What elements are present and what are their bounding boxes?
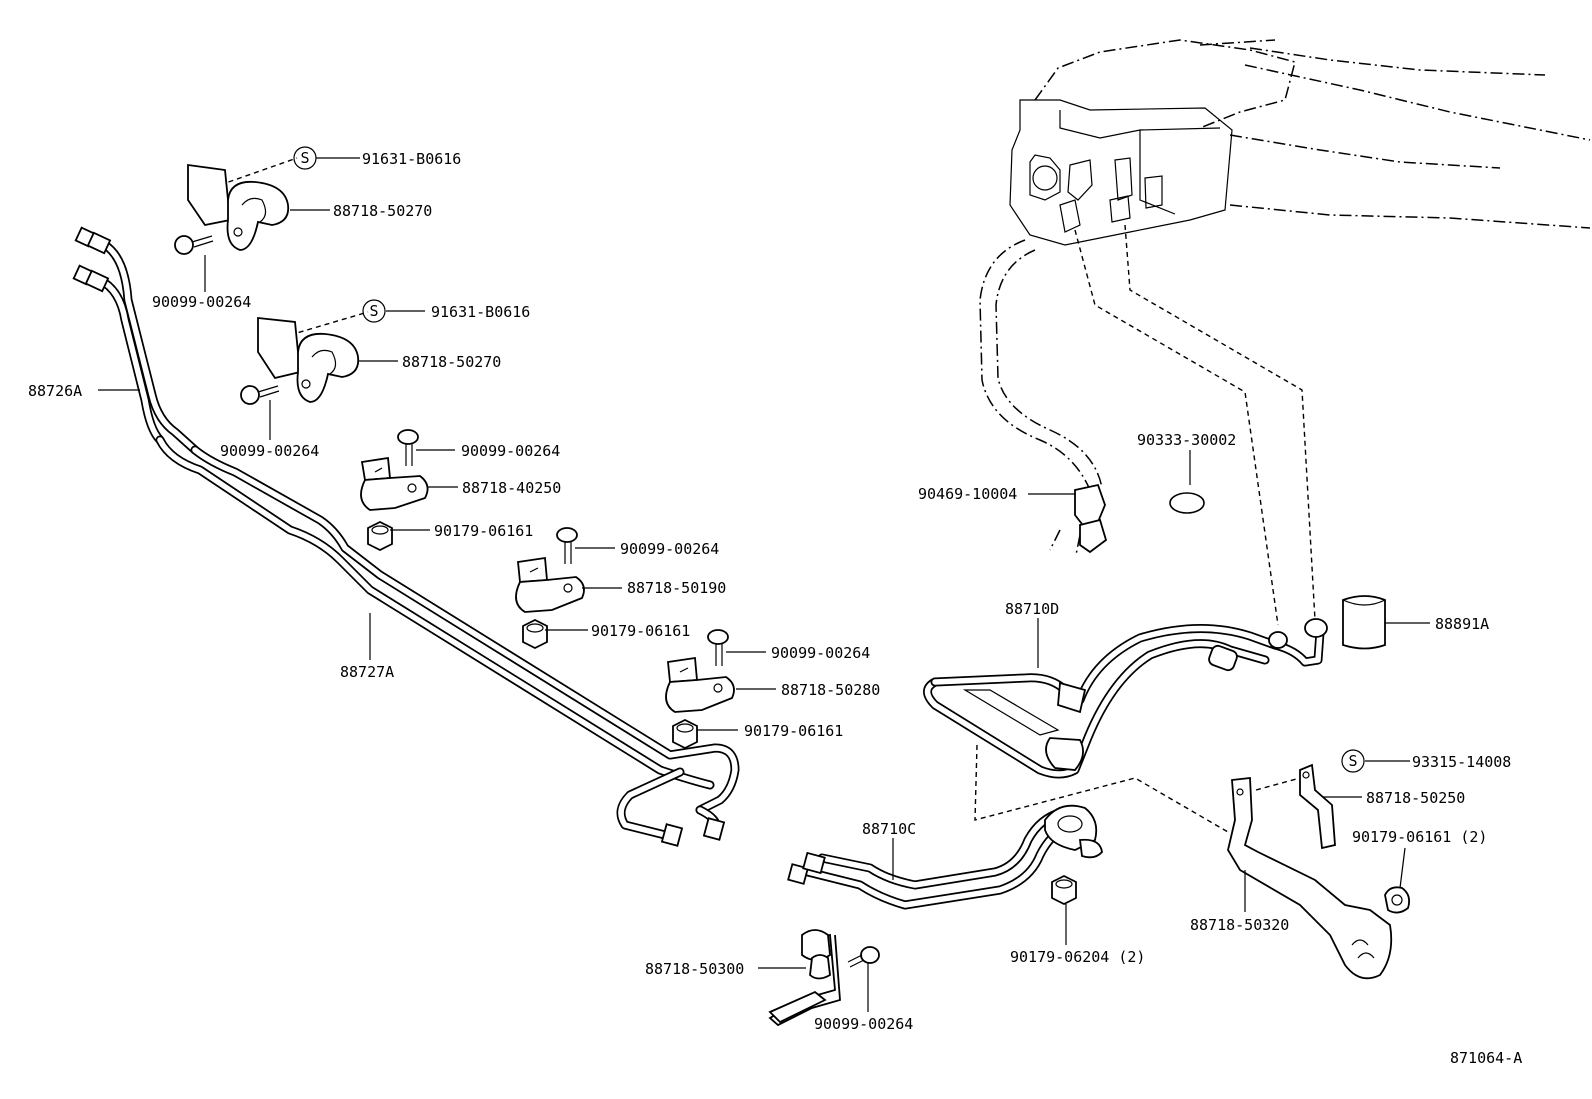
label-90099-00264-f: 90099-00264 — [814, 1015, 913, 1033]
pipe-88726a — [72, 226, 200, 455]
bracket-88718-50300 — [768, 929, 841, 1027]
bolt-90099-a — [174, 235, 214, 255]
sleeve-88891a — [1342, 595, 1386, 650]
label-88710c: 88710C — [862, 820, 916, 838]
label-88718-50300: 88718-50300 — [645, 960, 744, 978]
label-88891a: 88891A — [1435, 615, 1489, 633]
label-91631-b0616-b: 91631-B0616 — [431, 303, 530, 321]
svg-text:S: S — [1348, 752, 1357, 770]
label-90333-30002: 90333-30002 — [1137, 431, 1236, 449]
svg-text:S: S — [300, 149, 309, 167]
label-88718-50270-b: 88718-50270 — [402, 353, 501, 371]
pipe-88710d — [923, 618, 1328, 779]
label-88710d: 88710D — [1005, 600, 1059, 618]
label-90179-06161-a: 90179-06161 — [434, 522, 533, 540]
bracket-88718-50250 — [1299, 763, 1336, 850]
label-88718-40250: 88718-40250 — [462, 479, 561, 497]
bolt-90099-c — [397, 429, 419, 466]
s-symbol-1: S — [293, 146, 317, 170]
label-90179-06161-c: 90179-06161 — [744, 722, 843, 740]
label-88718-50250: 88718-50250 — [1366, 789, 1465, 807]
diagram-id: 871064-A — [1450, 1049, 1522, 1067]
label-90099-00264-a: 90099-00264 — [152, 293, 251, 311]
dashed-leaders — [219, 157, 1316, 833]
part-labels: 91631-B0616 88718-50270 90099-00264 9163… — [28, 150, 1522, 1067]
pipe-88710c — [787, 804, 1103, 910]
clamp-88718-50280 — [665, 656, 735, 713]
label-88727a: 88727A — [340, 663, 394, 681]
clamp-88718-50270-a — [187, 163, 290, 251]
bolt-90099-e — [707, 629, 729, 666]
clip-90469 — [1074, 483, 1108, 554]
bolt-90099-f — [847, 946, 880, 968]
label-90179-06161-d: 90179-06161 (2) — [1352, 828, 1487, 846]
label-88726a: 88726A — [28, 382, 82, 400]
svg-text:S: S — [369, 302, 378, 320]
clamp-88718-50190 — [515, 556, 585, 613]
nut-90179-a — [367, 520, 393, 552]
label-88718-50320: 88718-50320 — [1190, 916, 1289, 934]
engine-compressor-outline — [1009, 39, 1591, 246]
label-88718-50270-a: 88718-50270 — [333, 202, 432, 220]
label-90099-00264-b: 90099-00264 — [220, 442, 319, 460]
nut-90179-b — [522, 618, 548, 650]
nut-90179-d — [1384, 886, 1411, 914]
label-90179-06204: 90179-06204 (2) — [1010, 948, 1145, 966]
o-ring-90333 — [1169, 492, 1205, 514]
label-93315-14008: 93315-14008 — [1412, 753, 1511, 771]
bolt-90099-b — [240, 385, 280, 405]
label-90179-06161-b: 90179-06161 — [591, 622, 690, 640]
clamp-88718-40250 — [360, 456, 429, 511]
label-90099-00264-d: 90099-00264 — [620, 540, 719, 558]
bracket-88718-50320 — [1227, 776, 1393, 980]
label-90099-00264-e: 90099-00264 — [771, 644, 870, 662]
s-symbol-3: S — [1341, 749, 1365, 773]
label-leaders — [98, 157, 1430, 1012]
nut-90179-06204 — [1051, 874, 1077, 906]
label-90099-00264-c: 90099-00264 — [461, 442, 560, 460]
pipe-88727a — [155, 435, 740, 847]
nut-90179-c — [672, 718, 698, 750]
label-88718-50280: 88718-50280 — [781, 681, 880, 699]
label-91631-b0616-a: 91631-B0616 — [362, 150, 461, 168]
bolt-90099-d — [556, 527, 578, 564]
clamp-88718-50270-b — [257, 316, 360, 403]
label-90469-10004: 90469-10004 — [918, 485, 1017, 503]
label-88718-50190: 88718-50190 — [627, 579, 726, 597]
s-symbol-2: S — [362, 299, 386, 323]
